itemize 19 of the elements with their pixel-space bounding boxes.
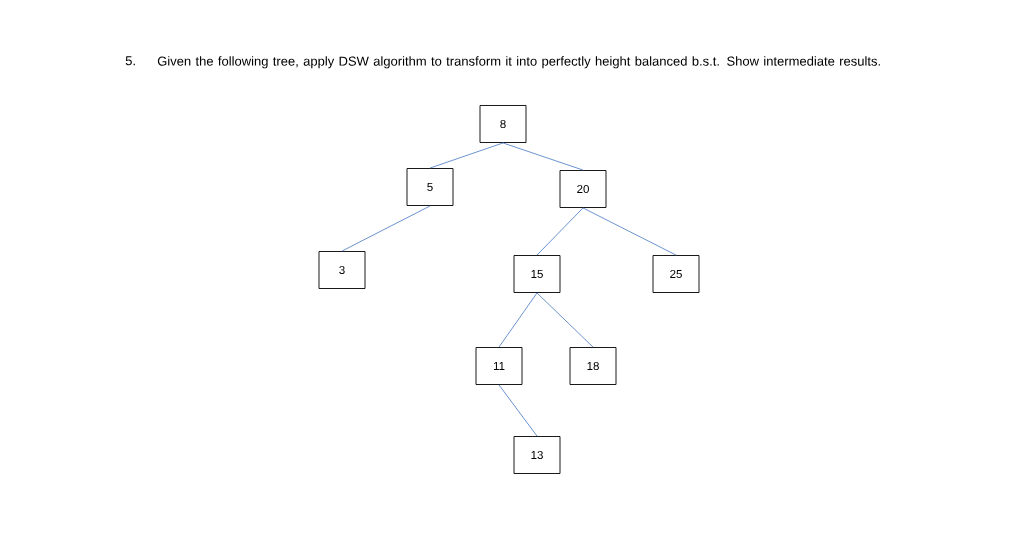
question-text: Given the following tree, apply DSW algorithm to transform it into perfectly height balanced b.s.t. Show intermediate results. — [157, 56, 880, 69]
tree-edge — [502, 142, 584, 171]
item-number: 5. — [125, 56, 135, 66]
tree-edge — [536, 207, 584, 256]
tree-node-box: 25 — [652, 255, 700, 293]
tree-node-box: 11 — [475, 347, 523, 385]
tree-edge — [498, 292, 538, 348]
tree-node-box: 18 — [569, 347, 617, 385]
tree-node-box: 15 — [513, 255, 561, 293]
tree-edge — [498, 384, 538, 437]
tree-node-box: 20 — [559, 170, 607, 208]
tree-node-box: 3 — [318, 251, 366, 289]
tree-edge — [429, 142, 504, 169]
tree-edge — [582, 207, 677, 256]
tree-edge — [536, 292, 594, 348]
tree-node-box: 8 — [479, 105, 527, 143]
tree-node-box: 5 — [406, 168, 454, 206]
tree-node-box: 13 — [513, 436, 561, 474]
tree-edge — [341, 205, 431, 252]
